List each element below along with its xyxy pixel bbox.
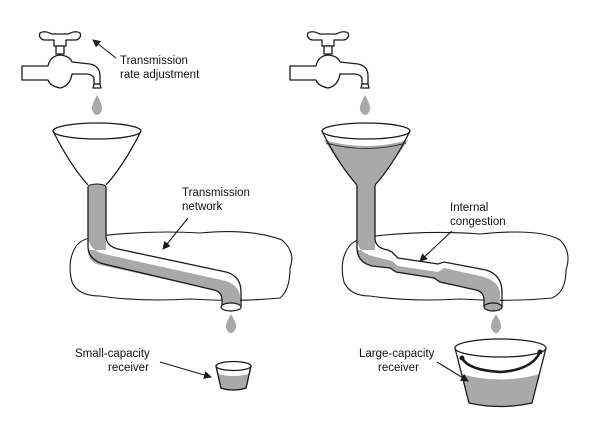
- right-receiver-label-line2: receiver: [378, 362, 419, 374]
- right-network-pointer: [419, 230, 453, 262]
- left-network-cloud: [69, 230, 293, 301]
- right-panel: Internal congestion Large-capacity recei…: [289, 31, 569, 408]
- left-pipe-outlet: [220, 302, 242, 312]
- right-network-label-line2: congestion: [450, 216, 506, 228]
- left-outlet-drop: [225, 314, 237, 333]
- left-faucet-icon: [21, 31, 102, 89]
- left-network-pointer: [162, 217, 189, 250]
- left-faucet-pointer: [92, 39, 117, 59]
- left-panel: Transmission rate adjustment Transmissio…: [21, 31, 293, 391]
- left-faucet-label-line2: rate adjustment: [120, 69, 200, 81]
- left-receiver-label-line1: Small-capacity: [75, 348, 150, 360]
- large-receiver-icon: [454, 338, 547, 408]
- left-network-label-line1: Transmission: [182, 187, 250, 199]
- left-receiver-pointer: [159, 361, 212, 379]
- right-network-label-line1: Internal: [450, 202, 488, 214]
- right-funnel: [321, 122, 411, 186]
- left-faucet-drop: [91, 95, 103, 115]
- left-receiver-label-line2: receiver: [108, 362, 149, 374]
- right-receiver-label-line1: Large-capacity: [359, 348, 435, 360]
- small-receiver-icon: [215, 360, 252, 391]
- left-network-label-line2: network: [182, 201, 223, 213]
- right-faucet-drop: [359, 95, 371, 115]
- right-network-cloud: [341, 231, 569, 301]
- right-outlet-drop: [490, 314, 502, 333]
- left-funnel: [52, 122, 142, 191]
- right-pipe: [357, 185, 500, 305]
- left-faucet-label-line1: Transmission: [120, 55, 188, 67]
- right-receiver-pointer: [436, 361, 469, 382]
- left-pipe: [88, 187, 240, 305]
- right-faucet-icon: [289, 31, 370, 89]
- right-pipe-outlet: [483, 302, 503, 312]
